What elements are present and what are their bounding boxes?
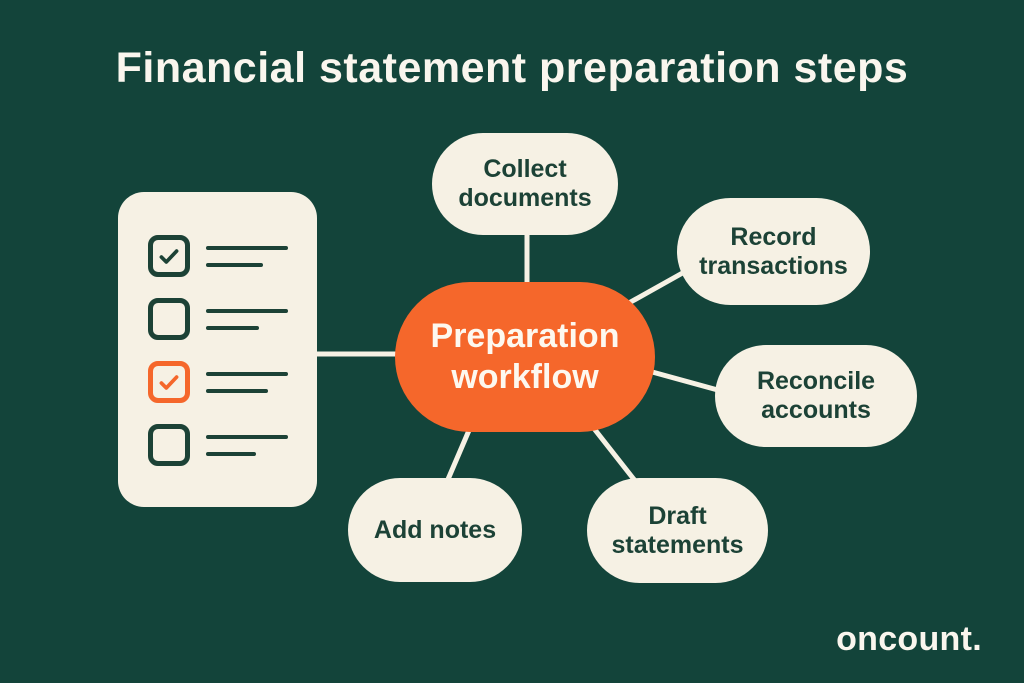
diagram-node-reconcile-accounts: Reconcile accounts [715,345,917,447]
brand-logo: oncount. [836,620,982,658]
text-line [206,262,263,267]
text-line [206,434,288,439]
checkmark-icon [159,249,179,264]
checklist-row [148,235,317,277]
text-line [206,388,268,393]
checklist-rows [148,235,317,466]
text-line [206,325,259,330]
text-line [206,451,256,456]
page-title: Financial statement preparation steps [115,44,909,92]
connector-center-add-notes [443,425,473,487]
diagram-node-draft-statements: Draft statements [587,478,768,583]
center-node-label: Preparation workflow [430,316,620,396]
node-label: Collect documents [458,155,592,212]
text-lines [206,371,288,393]
connector-center-draft-statements [589,423,639,485]
node-label: Draft statements [611,501,744,559]
checkbox-empty-icon [148,424,190,466]
checklist-row [148,298,317,340]
text-line [206,245,288,250]
diagram-node-add-notes: Add notes [348,478,522,582]
node-label: Reconcile accounts [756,367,876,424]
checklist-row [148,424,317,466]
checkmark-icon [159,375,179,390]
node-label: Add notes [373,515,497,544]
text-lines [206,308,288,330]
text-lines [206,434,288,456]
checklist-card [118,192,317,507]
checklist-row [148,361,317,403]
text-line [206,308,288,313]
checkbox-checked-icon [148,361,190,403]
node-label: Record transactions [699,222,848,280]
checkbox-checked-icon [148,235,190,277]
diagram-node-record-transactions: Record transactions [677,198,870,305]
connector-center-reconcile-accounts [642,367,728,395]
text-line [206,371,288,376]
diagram-node-preparation-workflow: Preparation workflow [395,282,655,432]
diagram-node-collect-documents: Collect documents [432,133,618,235]
text-lines [206,245,288,267]
checkbox-empty-icon [148,298,190,340]
